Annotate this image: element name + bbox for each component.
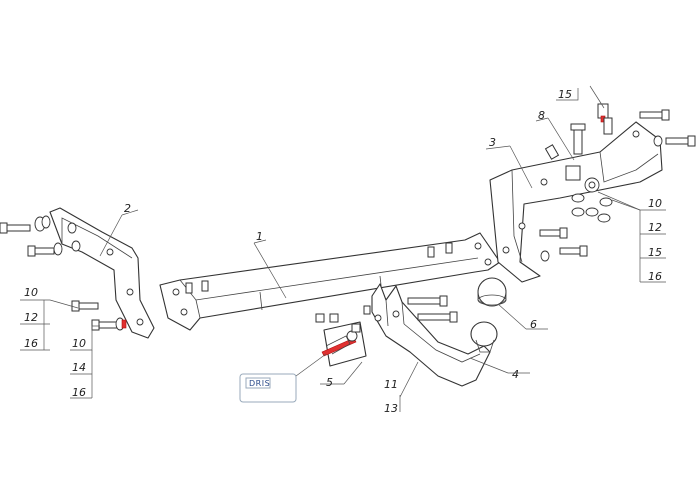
callout-1: 1: [256, 230, 263, 243]
leader-lines: [20, 85, 666, 412]
right-bolts: [539, 103, 696, 262]
callout-11: 11: [384, 378, 398, 391]
callout-4: 4: [512, 368, 519, 381]
callout-numbers: 2 1 3 8 15 4 6 5 11 13 10 12 16 10 14 16…: [24, 88, 662, 415]
callout-right-16: 16: [648, 270, 662, 283]
logo-text: DRIS: [249, 379, 270, 388]
logo: DRIS: [239, 353, 327, 403]
callout-3: 3: [489, 136, 496, 149]
callout-left-14: 14: [72, 361, 86, 374]
cross-beam: [159, 232, 501, 331]
callout-5: 5: [326, 376, 333, 389]
tow-ball: [470, 277, 507, 353]
callout-right-10: 10: [648, 197, 662, 210]
callout-left-16a: 16: [24, 337, 38, 350]
callout-15-top: 15: [558, 88, 572, 101]
callout-8: 8: [538, 109, 545, 122]
callout-left-10b: 10: [72, 337, 86, 350]
callout-6: 6: [530, 318, 537, 331]
callout-2: 2: [124, 202, 131, 215]
callout-13: 13: [384, 402, 398, 415]
callout-left-16b: 16: [72, 386, 86, 399]
callout-left-12: 12: [24, 311, 38, 324]
callout-left-10a: 10: [24, 286, 38, 299]
callout-right-15: 15: [648, 246, 662, 259]
socket-plate: [315, 313, 367, 367]
callout-right-12: 12: [648, 221, 662, 234]
tow-hook: [363, 283, 491, 387]
right-bracket: [489, 121, 663, 283]
left-bracket: [49, 207, 155, 339]
left-bolts: [0, 215, 127, 331]
